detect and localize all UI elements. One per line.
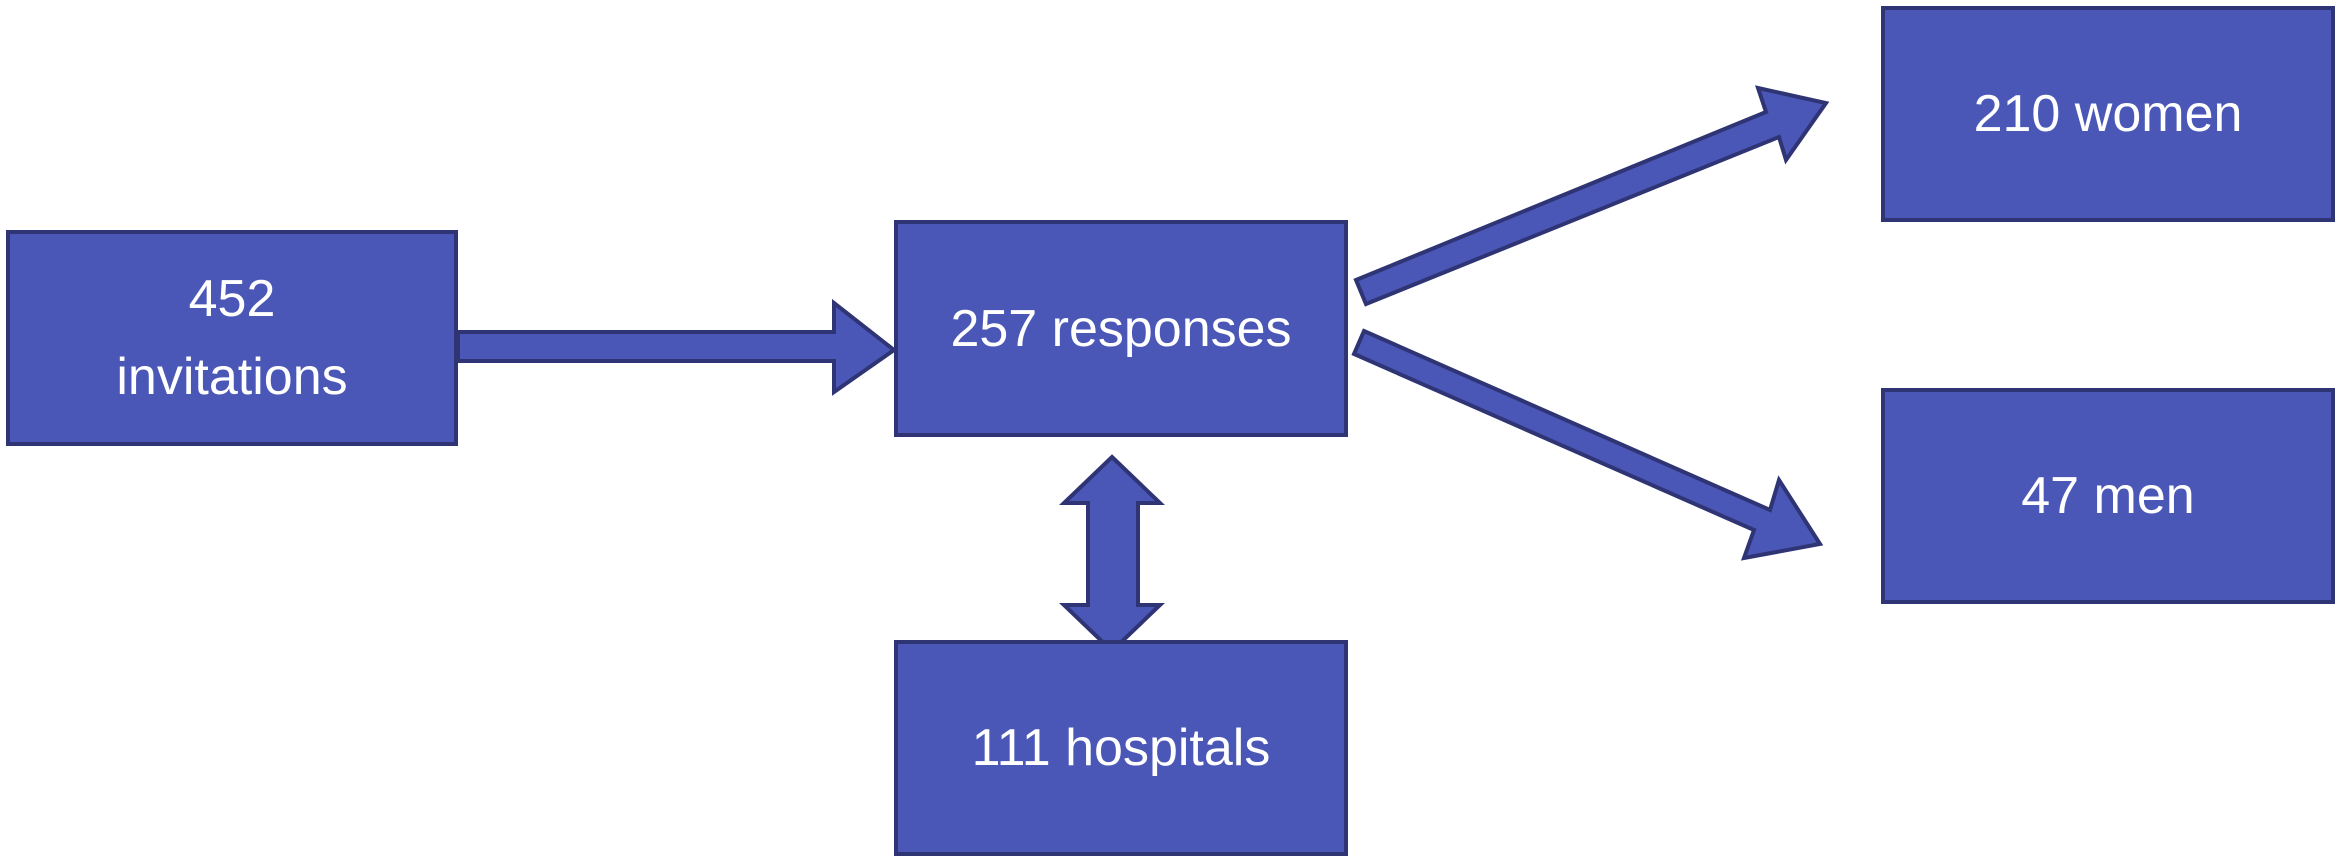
- hospitals-label: 111 hospitals: [971, 719, 1271, 777]
- arrow-responses-to-women: [1353, 85, 1830, 307]
- women-box: 210 women: [1881, 6, 2335, 222]
- hospitals-box: 111 hospitals: [894, 640, 1348, 856]
- men-box: 47 men: [1881, 388, 2335, 604]
- arrow-responses-to-men: [1351, 328, 1824, 561]
- responses-label: 257 responses: [950, 299, 1292, 358]
- responses-box: 257 responses: [894, 220, 1348, 437]
- men-label: 47 men: [2021, 467, 2195, 525]
- arrow-responses-hospitals: [1059, 454, 1165, 654]
- arrow-invitations-to-responses: [456, 298, 898, 396]
- invitations-label: 452 invitations: [116, 260, 347, 416]
- invitations-count: 452: [188, 270, 276, 328]
- women-label: 210 women: [1973, 85, 2243, 143]
- invitations-box: 452 invitations: [6, 230, 458, 446]
- invitations-text: invitations: [116, 348, 348, 406]
